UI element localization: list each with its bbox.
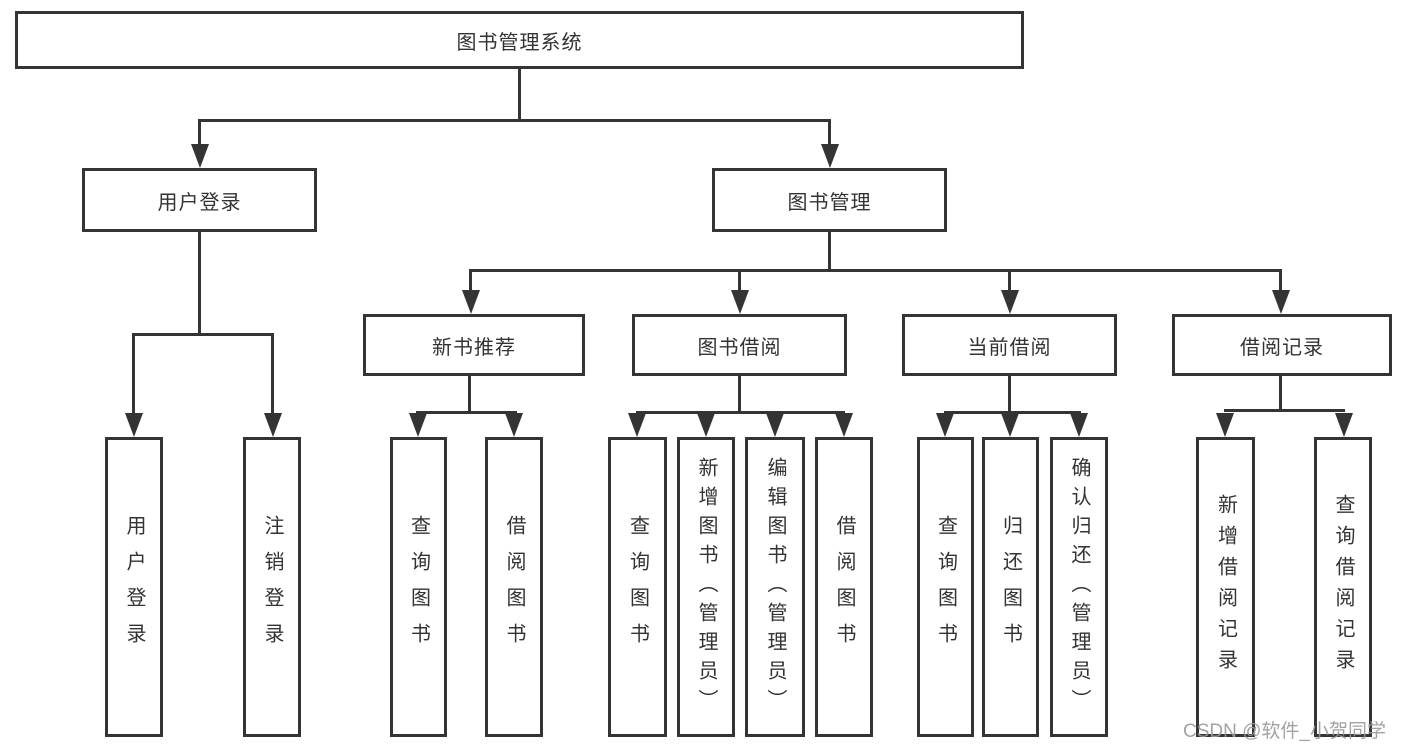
leaf-query-borrow-record-label: 查询借阅记录 bbox=[1332, 494, 1354, 680]
arrowhead-edit-book-admin bbox=[766, 413, 784, 437]
arrowhead-query-book-1 bbox=[409, 413, 427, 437]
connector-new-book-recommend-drop bbox=[468, 376, 471, 414]
connector-book-management-branch bbox=[469, 269, 1282, 272]
leaf-edit-book-admin: 编辑图书（管理员） bbox=[745, 437, 805, 737]
arrowhead-book-borrow bbox=[731, 290, 749, 314]
connector-current-borrow-branch bbox=[944, 411, 1081, 414]
leaf-borrow-book-2: 借阅图书 bbox=[815, 437, 873, 737]
arrowhead-new-book-recommend bbox=[462, 290, 480, 314]
node-root-system-label: 图书管理系统 bbox=[456, 31, 583, 54]
arrowhead-borrow-book-1 bbox=[505, 413, 523, 437]
connector-root-drop bbox=[518, 69, 521, 122]
arrowhead-return-book bbox=[1001, 413, 1019, 437]
leaf-query-borrow-record: 查询借阅记录 bbox=[1314, 437, 1372, 737]
csdn-watermark: CSDN @软件_小贺同学 bbox=[1183, 721, 1386, 742]
node-user-login-label: 用户登录 bbox=[157, 191, 242, 214]
node-book-borrow-label: 图书借阅 bbox=[697, 336, 782, 359]
arrowhead-borrow-book-2 bbox=[835, 413, 853, 437]
connector-user-login-branch bbox=[132, 333, 274, 336]
node-borrow-record-label: 借阅记录 bbox=[1240, 336, 1324, 359]
leaf-add-book-admin: 新增图书（管理员） bbox=[677, 437, 735, 737]
arrowhead-add-book-admin bbox=[697, 413, 715, 437]
leaf-query-book-3: 查询图书 bbox=[917, 437, 974, 737]
leaf-query-book-3-label: 查询图书 bbox=[934, 515, 957, 659]
node-current-borrow: 当前借阅 bbox=[902, 314, 1117, 376]
connector-to-borrow-record bbox=[1279, 269, 1282, 294]
arrowhead-borrow-record bbox=[1272, 290, 1290, 314]
leaf-return-book: 归还图书 bbox=[982, 437, 1039, 737]
leaf-add-borrow-record: 新增借阅记录 bbox=[1196, 437, 1255, 737]
leaf-confirm-return-admin: 确认归还（管理员） bbox=[1050, 437, 1108, 737]
connector-to-new-book-recommend bbox=[469, 269, 472, 294]
leaf-query-book-2-label: 查询图书 bbox=[626, 515, 649, 659]
node-book-borrow: 图书借阅 bbox=[632, 314, 847, 376]
connector-new-book-recommend-branch bbox=[416, 411, 517, 414]
leaf-add-borrow-record-label: 新增借阅记录 bbox=[1214, 494, 1237, 680]
connector-to-user-login bbox=[198, 119, 201, 149]
node-root-system: 图书管理系统 bbox=[15, 11, 1024, 69]
arrowhead-confirm-return-admin bbox=[1070, 413, 1088, 437]
leaf-add-book-admin-label: 新增图书（管理员） bbox=[695, 456, 717, 718]
leaf-borrow-book-2-label: 借阅图书 bbox=[833, 515, 855, 659]
arrowhead-query-book-3 bbox=[936, 413, 954, 437]
arrowhead-logout-leaf bbox=[264, 413, 282, 437]
leaf-return-book-label: 归还图书 bbox=[999, 515, 1022, 659]
node-new-book-recommend-label: 新书推荐 bbox=[432, 336, 516, 359]
arrowhead-user-login-leaf bbox=[125, 413, 143, 437]
arrowhead-query-book-2 bbox=[628, 413, 646, 437]
connector-user-login-drop bbox=[198, 232, 201, 336]
leaf-edit-book-admin-label: 编辑图书（管理员） bbox=[764, 456, 786, 718]
node-current-borrow-label: 当前借阅 bbox=[967, 336, 1052, 359]
arrowhead-current-borrow bbox=[1001, 290, 1019, 314]
connector-to-logout-leaf bbox=[271, 333, 274, 417]
leaf-user-login: 用户登录 bbox=[105, 437, 163, 737]
connector-borrow-record-branch bbox=[1224, 409, 1345, 412]
leaf-query-book-2: 查询图书 bbox=[608, 437, 667, 737]
connector-book-borrow-drop bbox=[738, 376, 741, 414]
arrowhead-query-borrow-record bbox=[1335, 413, 1353, 437]
leaf-query-book-1: 查询图书 bbox=[390, 437, 447, 737]
leaf-logout: 注销登录 bbox=[243, 437, 301, 737]
connector-borrow-record-drop bbox=[1279, 376, 1282, 412]
node-borrow-record: 借阅记录 bbox=[1172, 314, 1392, 376]
node-book-management-label: 图书管理 bbox=[787, 191, 872, 214]
leaf-confirm-return-admin-label: 确认归还（管理员） bbox=[1068, 456, 1090, 718]
arrowhead-add-borrow-record bbox=[1216, 413, 1234, 437]
connector-to-book-management bbox=[828, 119, 831, 149]
leaf-logout-label: 注销登录 bbox=[261, 515, 283, 659]
connector-to-book-borrow bbox=[738, 269, 741, 294]
connector-to-user-login-leaf bbox=[132, 333, 135, 417]
arrowhead-book-management bbox=[821, 144, 839, 168]
leaf-borrow-book-1-label: 借阅图书 bbox=[503, 515, 525, 659]
leaf-borrow-book-1: 借阅图书 bbox=[485, 437, 543, 737]
connector-root-branch bbox=[198, 119, 831, 122]
leaf-query-book-1-label: 查询图书 bbox=[407, 515, 430, 659]
node-user-login: 用户登录 bbox=[82, 168, 317, 232]
node-book-management: 图书管理 bbox=[712, 168, 947, 232]
connector-to-current-borrow bbox=[1008, 269, 1011, 294]
arrowhead-user-login bbox=[191, 144, 209, 168]
node-new-book-recommend: 新书推荐 bbox=[363, 314, 585, 376]
leaf-user-login-label: 用户登录 bbox=[123, 515, 145, 659]
connector-book-borrow-branch bbox=[636, 411, 845, 414]
connector-book-management-drop bbox=[828, 232, 831, 272]
connector-current-borrow-drop bbox=[1008, 376, 1011, 414]
